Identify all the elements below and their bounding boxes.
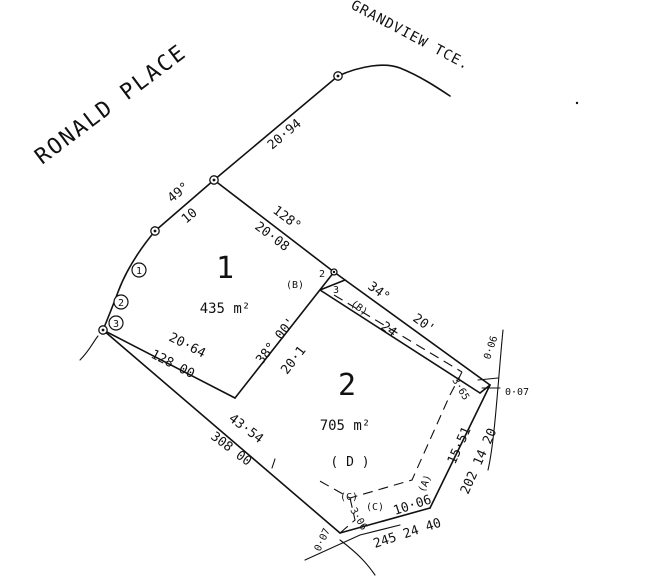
lot2-top-boundary: [333, 271, 491, 386]
tick-1: [271, 458, 276, 469]
internal-boundary-a: [234, 271, 335, 399]
dim-lot2-top-bearing: 34°: [365, 279, 393, 305]
tick-2: [477, 377, 499, 381]
circle-3b-label: 3: [333, 285, 339, 296]
dim-frontage-top: 20·94: [265, 116, 305, 153]
boundary-lines: [102, 64, 491, 534]
road-edge-bottom2: [339, 539, 376, 576]
circle-1-label: 1: [136, 266, 142, 277]
circle-2b-label: 2: [319, 269, 325, 280]
survey-mark-5-dot: [332, 270, 336, 274]
survey-mark-2-dot: [212, 178, 216, 182]
rear-boundary: [429, 384, 491, 509]
dim-lot2-top-bearing2: 20': [410, 311, 438, 337]
road-edge-left: [79, 335, 99, 361]
dim-frontage-short: 10: [179, 206, 201, 228]
dimension-labels: 20·94 49° 10 128° 20·08 20·64 128 00 38°…: [148, 116, 529, 553]
lot2-left-boundary: [102, 329, 341, 534]
circle-1-shape: [131, 262, 147, 278]
easement-b-label: (B): [286, 280, 304, 291]
numbered-circles: 1 2 3 2 3: [108, 262, 339, 331]
lot1-bottom-boundary: [102, 329, 236, 399]
dim-offset-b: 0·07: [505, 387, 529, 398]
lot-2-number: 2: [338, 368, 356, 403]
lot1-top-boundary: [213, 179, 335, 273]
easement-dash-right: [317, 371, 463, 499]
lot-1-area: 435 m²: [200, 301, 251, 317]
easement-c2-label: (C): [366, 502, 384, 513]
circle-2-label: 2: [118, 298, 124, 309]
road-edge-right: [487, 329, 504, 471]
survey-mark-1-dot: [336, 74, 340, 78]
survey-mark-3-dot: [153, 229, 157, 233]
lot-2-easement: ( D ): [330, 455, 369, 470]
dim-lot2-bottom: 10·06: [392, 492, 434, 518]
dim-offset-a: 0·06: [482, 335, 500, 361]
circle-3-label: 3: [113, 319, 119, 330]
street-ronald-place: RONALD PLACE: [31, 40, 192, 170]
lot-1-number: 1: [216, 251, 234, 286]
dim-lot2-top: 24: [378, 319, 400, 340]
access-handle-inner: [319, 289, 481, 394]
circle-3-shape: [108, 315, 124, 331]
survey-mark-4-dot: [101, 328, 105, 332]
easement-dash-top: [333, 294, 463, 373]
easement-a-label: (A): [417, 473, 434, 494]
circle-2-shape: [113, 294, 129, 310]
dim-lot1-right: 20·1: [278, 344, 309, 378]
easement-letters: (A) (B) (B) (C) (C): [286, 280, 434, 513]
street-grandview-tce: GRANDVIEW TCE.: [348, 0, 472, 74]
tick-marks: [271, 377, 501, 469]
survey-marks: [98, 71, 343, 335]
bottom-boundary: [339, 507, 431, 534]
stray-dot: [575, 101, 579, 105]
easement-lines: [317, 294, 463, 534]
dim-lot2-right: 15·51: [445, 425, 475, 467]
easement-dash-bottom: [339, 497, 356, 534]
road-frontage-curve: [102, 230, 156, 331]
access-handle-left: [319, 279, 346, 291]
lot-2-area: 705 m²: [320, 418, 371, 434]
road-frontage-line: [154, 75, 339, 232]
access-handle-end: [479, 384, 491, 394]
grandview-curve: [337, 64, 451, 97]
road-edges: [79, 329, 504, 576]
easement-c-label: (C): [340, 492, 358, 503]
road-edge-bottom: [304, 524, 401, 561]
